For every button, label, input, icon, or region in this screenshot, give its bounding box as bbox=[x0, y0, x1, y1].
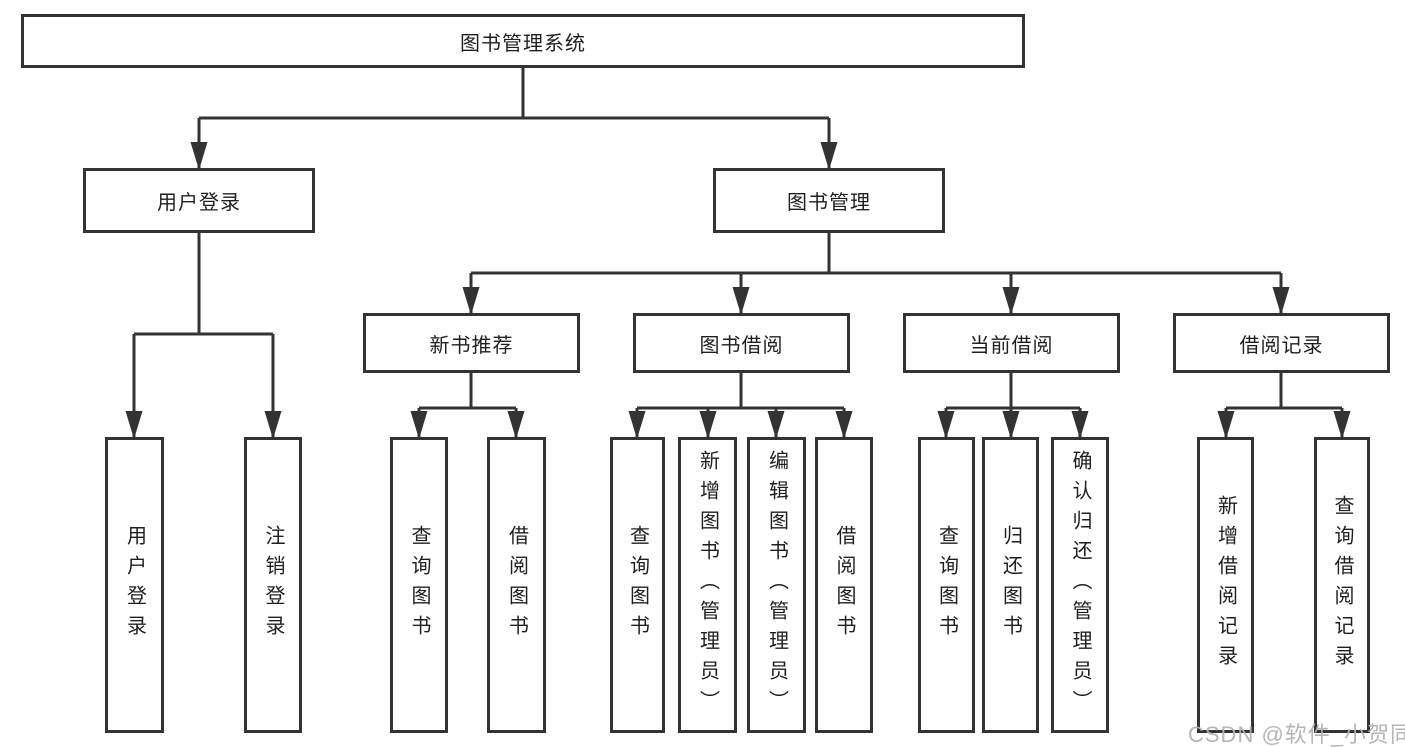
node-root-label: 图书管理系统 bbox=[460, 32, 586, 55]
connector-lines bbox=[132, 68, 1344, 437]
leaf-query-books-borrow: 查询图书 bbox=[610, 437, 665, 733]
node-book-management: 图书管理 bbox=[713, 168, 945, 233]
leaf-query-books-recommend: 查询图书 bbox=[390, 437, 448, 733]
leaf-borrow-books-borrow: 借阅图书 bbox=[815, 437, 873, 733]
leaf-logout-label: 注销登录 bbox=[262, 525, 284, 645]
leaf-borrow-books-recommend: 借阅图书 bbox=[487, 437, 546, 733]
leaf-add-book-admin: 新增图书（管理员） bbox=[678, 437, 737, 733]
leaf-add-book-admin-label: 新增图书（管理员） bbox=[696, 450, 719, 720]
leaf-add-borrow-record: 新增借阅记录 bbox=[1197, 437, 1254, 733]
node-root: 图书管理系统 bbox=[21, 14, 1025, 68]
leaf-borrow-books-borrow-label: 借阅图书 bbox=[833, 525, 855, 645]
node-current-borrow: 当前借阅 bbox=[903, 313, 1120, 373]
node-new-book-recommend: 新书推荐 bbox=[363, 313, 580, 373]
leaf-query-books-current-label: 查询图书 bbox=[935, 525, 958, 645]
leaf-query-books-recommend-label: 查询图书 bbox=[408, 525, 430, 645]
leaf-borrow-books-recommend-label: 借阅图书 bbox=[505, 525, 528, 645]
leaf-query-borrow-record: 查询借阅记录 bbox=[1314, 437, 1370, 733]
node-new-book-recommend-label: 新书推荐 bbox=[429, 334, 514, 357]
leaf-edit-book-admin: 编辑图书（管理员） bbox=[747, 437, 806, 733]
leaf-return-books-label: 归还图书 bbox=[999, 525, 1022, 645]
leaf-query-books-borrow-label: 查询图书 bbox=[626, 525, 649, 645]
node-book-borrow: 图书借阅 bbox=[633, 313, 850, 373]
node-user-login-label: 用户登录 bbox=[157, 192, 241, 214]
leaf-query-books-current: 查询图书 bbox=[918, 437, 975, 733]
leaf-edit-book-admin-label: 编辑图书（管理员） bbox=[765, 450, 788, 720]
leaf-return-books: 归还图书 bbox=[982, 437, 1039, 733]
node-current-borrow-label: 当前借阅 bbox=[969, 334, 1054, 357]
leaf-query-borrow-record-label: 查询借阅记录 bbox=[1331, 495, 1353, 675]
leaf-logout: 注销登录 bbox=[244, 437, 302, 733]
node-book-borrow-label: 图书借阅 bbox=[699, 334, 784, 357]
node-user-login: 用户登录 bbox=[83, 168, 315, 233]
leaf-confirm-return-admin-label: 确认归还（管理员） bbox=[1069, 450, 1091, 720]
watermark: CSDN @软件_小贺同学 bbox=[1188, 722, 1405, 747]
leaf-confirm-return-admin: 确认归还（管理员） bbox=[1051, 437, 1109, 733]
leaf-add-borrow-record-label: 新增借阅记录 bbox=[1214, 495, 1237, 675]
node-book-management-label: 图书管理 bbox=[787, 192, 871, 214]
node-borrow-records: 借阅记录 bbox=[1173, 313, 1390, 373]
node-borrow-records-label: 借阅记录 bbox=[1239, 334, 1324, 357]
leaf-user-login: 用户登录 bbox=[105, 437, 164, 733]
leaf-user-login-label: 用户登录 bbox=[123, 525, 146, 645]
